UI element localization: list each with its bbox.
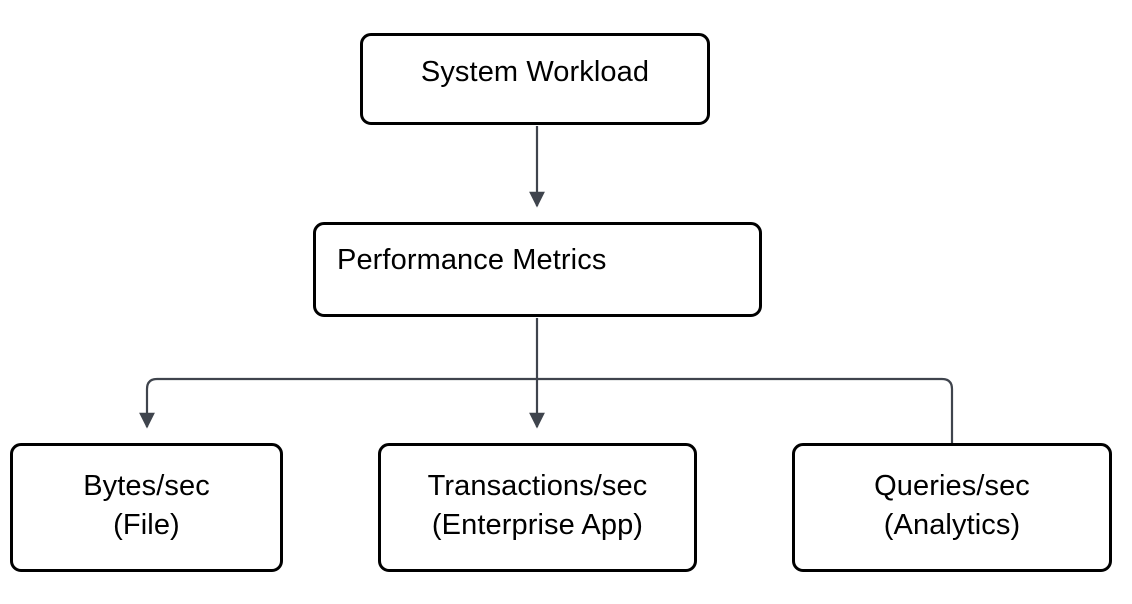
node-queries-per-sec-label-line1: Queries/sec <box>874 470 1030 503</box>
node-performance-metrics-label: Performance Metrics <box>337 244 607 276</box>
node-transactions-per-sec-label-line1: Transactions/sec <box>427 470 648 503</box>
node-bytes-per-sec[interactable]: Bytes/sec (File) <box>10 443 283 572</box>
node-transactions-per-sec[interactable]: Transactions/sec (Enterprise App) <box>378 443 697 572</box>
edge-metrics-to-queries <box>537 377 954 443</box>
node-bytes-per-sec-label-line1: Bytes/sec <box>83 470 210 503</box>
node-system-workload[interactable]: System Workload <box>360 33 710 125</box>
node-bytes-per-sec-label-line2: (File) <box>113 508 180 541</box>
node-queries-per-sec-label-line2: (Analytics) <box>883 508 1021 541</box>
node-performance-metrics[interactable]: Performance Metrics <box>313 222 762 317</box>
edge-metrics-to-bytes <box>139 377 537 429</box>
node-queries-per-sec[interactable]: Queries/sec (Analytics) <box>792 443 1112 572</box>
node-transactions-per-sec-label-line2: (Enterprise App) <box>431 508 644 541</box>
node-system-workload-label: System Workload <box>420 56 650 88</box>
